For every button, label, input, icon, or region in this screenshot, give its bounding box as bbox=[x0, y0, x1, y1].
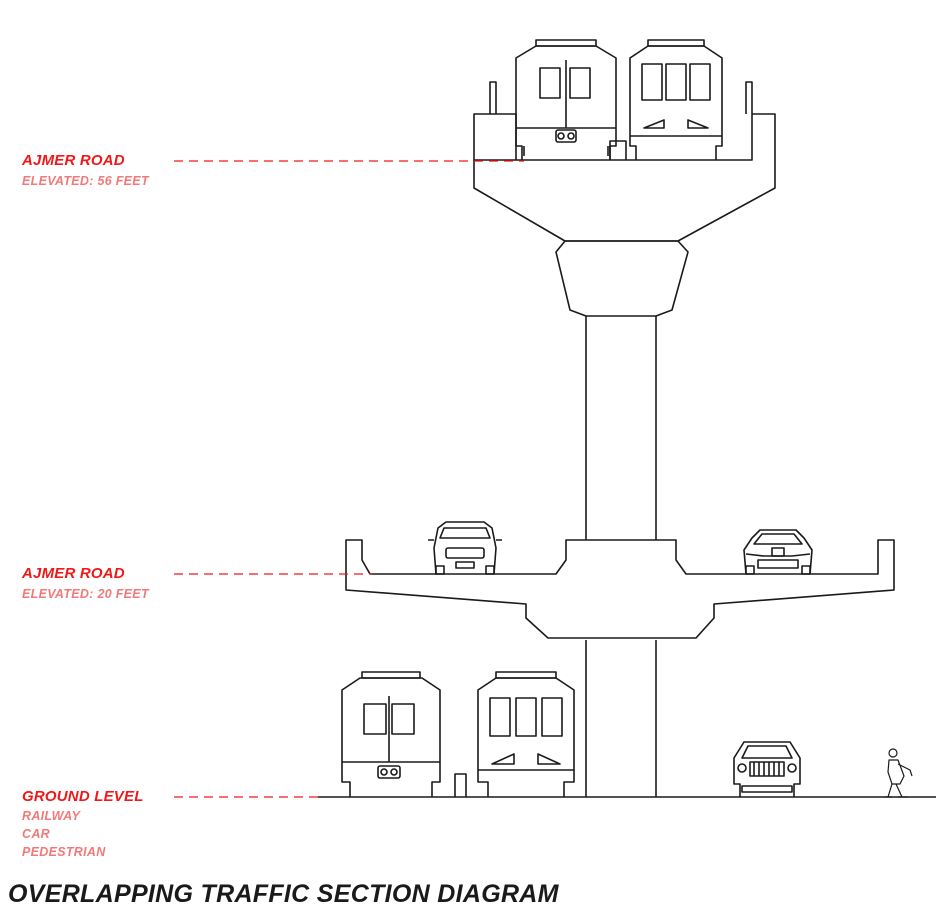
ground-mode-car: CAR bbox=[22, 827, 50, 841]
upper-deck bbox=[473, 81, 776, 317]
middle-car-rear bbox=[428, 521, 502, 575]
pier-column bbox=[585, 316, 657, 797]
upper-level-elevation: ELEVATED: 56 FEET bbox=[22, 174, 149, 188]
middle-level-elevation: ELEVATED: 20 FEET bbox=[22, 587, 149, 601]
ground-mode-railway: RAILWAY bbox=[22, 809, 81, 823]
ground-train-front bbox=[477, 671, 575, 797]
diagram-title: OVERLAPPING TRAFFIC SECTION DIAGRAM bbox=[8, 880, 559, 908]
upper-level-label: AJMER ROAD bbox=[22, 152, 125, 169]
middle-level-label: AJMER ROAD bbox=[22, 565, 125, 582]
upper-train-front bbox=[629, 39, 723, 160]
ground-car-front bbox=[733, 741, 801, 797]
section-diagram bbox=[174, 39, 936, 798]
middle-deck bbox=[345, 539, 895, 639]
ground-post bbox=[454, 773, 467, 797]
pedestrian-figure bbox=[884, 748, 913, 798]
ground-mode-pedestrian: PEDESTRIAN bbox=[22, 845, 106, 859]
ground-train-rear bbox=[341, 671, 441, 797]
middle-car-front bbox=[743, 529, 813, 575]
upper-train-rear bbox=[515, 39, 617, 160]
ground-level-label: GROUND LEVEL bbox=[22, 788, 144, 805]
